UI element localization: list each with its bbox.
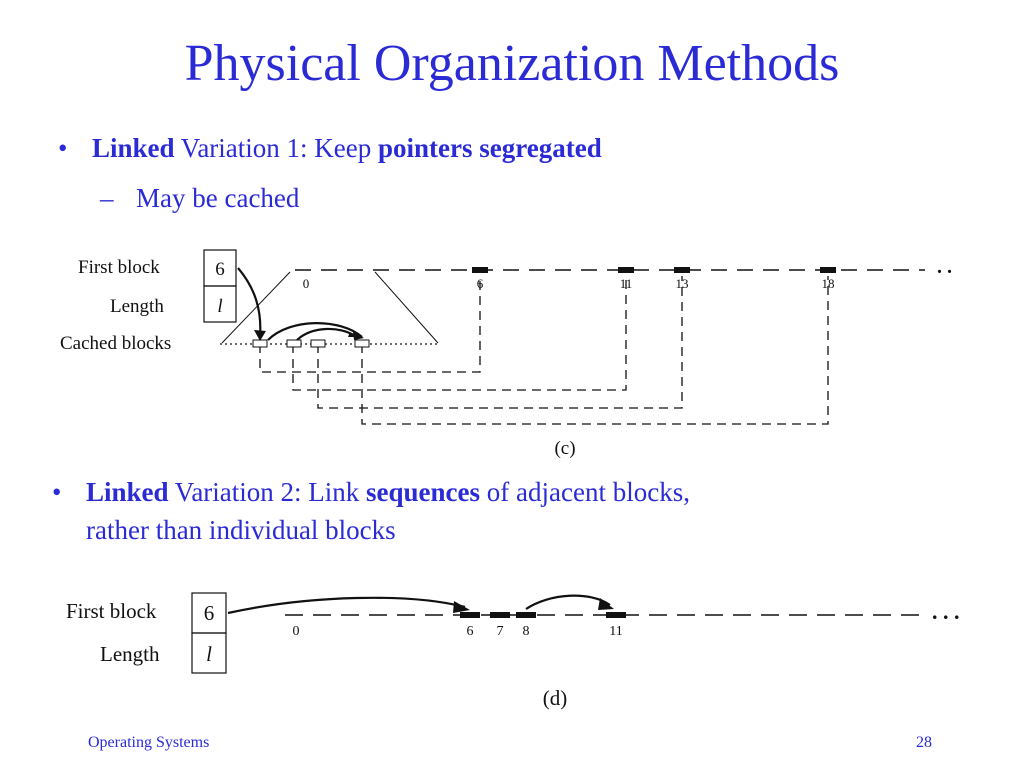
length-label-c: Length	[110, 296, 164, 317]
cached-block-1	[252, 339, 268, 348]
length-box-c	[203, 285, 237, 323]
bullet-marker-1: •	[58, 133, 68, 163]
bullet-1: Linked Variation 1: Keep pointers segreg…	[92, 130, 602, 166]
arrowheads-c	[254, 330, 364, 341]
zoom-line-left	[221, 271, 291, 344]
tick-11-d: 11	[609, 624, 622, 639]
block-mark-11-c	[618, 267, 634, 273]
slide-title: Physical Organization Methods	[184, 35, 840, 92]
block-mark-8-d	[516, 612, 536, 618]
cached-block-4	[354, 339, 370, 348]
bullet-2: Linked Variation 2: Link sequences of ad…	[86, 474, 966, 510]
tick-13-c: 13	[676, 276, 689, 291]
tick-7-d: 7	[497, 624, 504, 639]
bullet-2-bold-sequences: sequences	[366, 477, 481, 507]
bullet-2-text: Variation 2: Link	[168, 477, 367, 507]
caption-d: (d)	[543, 686, 568, 710]
tick-0-c: 0	[303, 276, 310, 291]
length-value-c: l	[217, 296, 222, 317]
block-mark-13-c	[674, 267, 690, 273]
tick-18-c: 18	[822, 276, 835, 291]
length-label-d: Length	[100, 642, 160, 666]
block-mark-7-d	[490, 612, 510, 618]
bullet-1-bold-pointers: pointers segregated	[378, 133, 602, 163]
bullet-marker-2: •	[52, 477, 62, 507]
tick-0-d: 0	[293, 624, 300, 639]
block-mark-18-c	[820, 267, 836, 273]
first-block-label-d: First block	[66, 599, 157, 623]
sub-bullet-cached: May be cached	[136, 183, 300, 213]
bullet-2-text-2: of adjacent blocks,	[480, 477, 690, 507]
bullet-1-text: Variation 1: Keep	[174, 133, 378, 163]
block-mark-6-c	[472, 267, 488, 273]
tick-8-d: 8	[523, 624, 530, 639]
block-mark-11-d	[606, 612, 626, 618]
ellipsis-c: . .	[937, 256, 952, 278]
first-block-value-c: 6	[215, 259, 225, 280]
cached-block-3	[310, 339, 326, 348]
ellipsis-d: . . .	[932, 599, 960, 624]
diagram-d: First block Length 6 l . . . 0 6 7 8 11 …	[66, 592, 960, 710]
pointer-arrows-d	[227, 594, 611, 615]
bullet-1-bold-linked: Linked	[92, 133, 175, 163]
arrowheads-d	[453, 598, 614, 613]
cached-blocks-label: Cached blocks	[60, 333, 171, 354]
cache-connectors	[259, 276, 829, 425]
first-block-label-c: First block	[78, 257, 160, 278]
sub-bullet-marker: –	[100, 183, 114, 213]
tick-6-d: 6	[467, 624, 474, 639]
block-mark-6-d	[460, 612, 480, 618]
bullet-2-bold-linked: Linked	[86, 477, 169, 507]
pointer-arrows-c	[237, 267, 363, 341]
bullet-2-line-2: rather than individual blocks	[86, 515, 396, 545]
caption-c: (c)	[554, 438, 575, 459]
footer-course: Operating Systems	[88, 734, 210, 751]
cached-block-2	[286, 339, 302, 348]
length-value-d: l	[206, 642, 212, 666]
length-box-d	[191, 632, 227, 674]
footer-page-number: 28	[916, 734, 932, 751]
first-block-value-d: 6	[204, 601, 215, 625]
diagram-c: First block Length Cached blocks 6 l . .…	[60, 249, 952, 459]
zoom-line-right	[374, 271, 439, 344]
